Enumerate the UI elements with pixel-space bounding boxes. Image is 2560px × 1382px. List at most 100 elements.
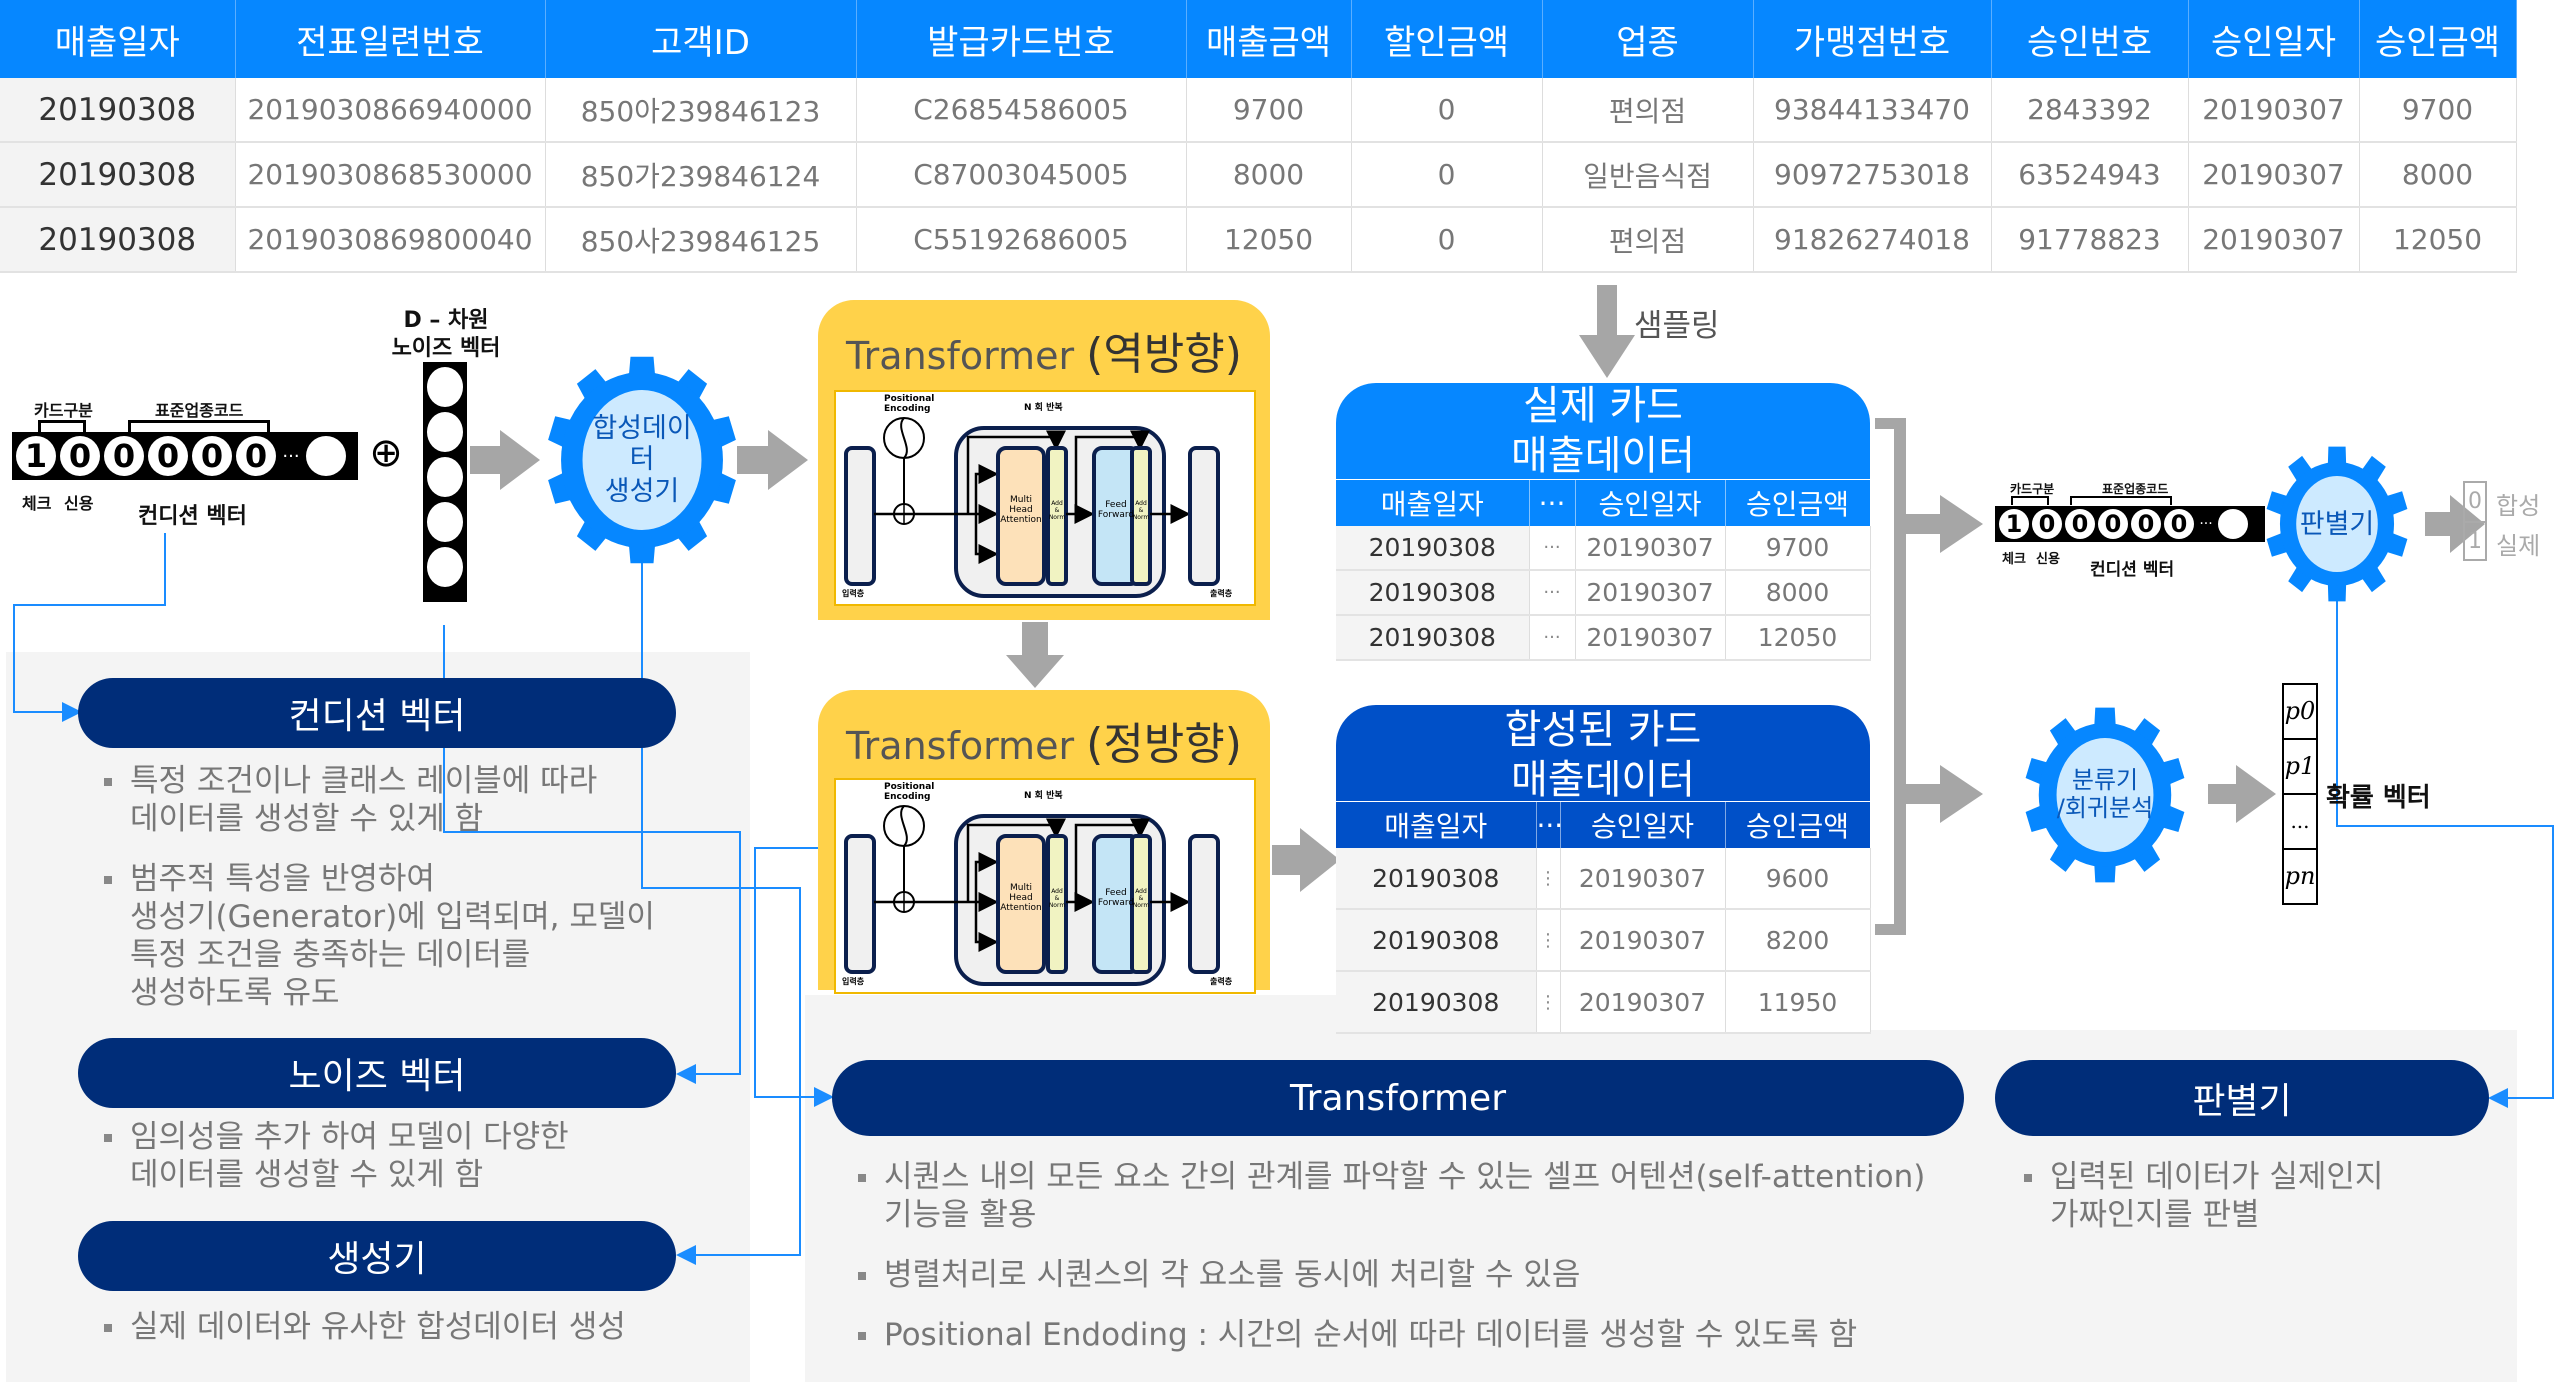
legend-discriminator: 판별기	[1995, 1060, 2489, 1136]
table-cell: 일반음식점	[1542, 142, 1754, 208]
add-norm-2	[1130, 834, 1152, 974]
probability-vector: p0 p1 ... pn	[2282, 683, 2318, 905]
column-header: ···	[1529, 480, 1576, 526]
table-cell: 0	[1351, 78, 1543, 143]
repeat-label: N 회 반복	[1024, 403, 1063, 413]
table-cell: 90972753018	[1753, 142, 1992, 208]
bullet: 특정 조건이나 클래스 레이블에 따라 데이터를 생성할 수 있게 함	[100, 762, 740, 838]
industry-code-label: 표준업종코드	[2102, 482, 2169, 496]
card-type-bracket	[38, 420, 86, 433]
multi-head-attention	[996, 834, 1046, 974]
prob-cell: p1	[2284, 740, 2316, 795]
check-label: 체크	[22, 494, 52, 513]
title-ko: (역방향)	[1086, 329, 1242, 380]
table-cell: 9700	[2359, 78, 2517, 143]
transformer-forward-diagram: Positional Encoding N 회 반복 Multi Head At…	[834, 778, 1256, 994]
noise-cell	[427, 502, 463, 542]
transformer-reverse-box: Transformer (역방향) Positional Encoding N …	[818, 300, 1270, 620]
classifier-gear-icon	[2025, 707, 2185, 883]
table-cell: ⋮	[1536, 971, 1561, 1034]
table-cell: 12050	[1725, 615, 1871, 661]
table-cell: 20190308	[0, 142, 236, 208]
transformer-forward-title: Transformer (정방향)	[818, 708, 1270, 772]
transformer-architecture	[844, 417, 1220, 598]
table-cell: 0	[1351, 207, 1543, 273]
table-cell: 2019030866940000	[235, 78, 546, 143]
title-ko: (정방향)	[1086, 719, 1242, 770]
vector-cell: 0	[236, 436, 276, 476]
arrow-to-classifier	[1906, 765, 1983, 823]
title-en: Transformer	[846, 724, 1087, 768]
table-cell: 편의점	[1542, 207, 1754, 273]
noise-dimension-label: D – 차원	[403, 308, 489, 333]
positional-encoding-label: Positional Encoding	[884, 782, 935, 802]
title-en: Transformer	[846, 334, 1087, 378]
arrow-classifier-output	[2208, 765, 2276, 823]
prob-cell: pn	[2284, 862, 2316, 890]
discriminator-label: 판별기	[2299, 509, 2375, 541]
column-header: 승인일자	[2188, 0, 2360, 78]
noise-cell	[427, 367, 463, 407]
synthetic-data-title-line2: 매출데이터	[1511, 757, 1695, 803]
card-type-label: 카드구분	[2010, 482, 2055, 496]
column-header: 업종	[1542, 0, 1754, 78]
vector-cell: 0	[2065, 509, 2095, 539]
industry-code-label: 표준업종코드	[155, 401, 244, 420]
column-header: 승인일자	[1575, 480, 1726, 526]
table-cell: 8000	[1725, 570, 1871, 616]
prob-cell: p0	[2284, 685, 2316, 740]
table-cell: 20190307	[1560, 971, 1726, 1034]
column-header: 발급카드번호	[856, 0, 1187, 78]
bullet: Positional Endoding : 시간의 순서에 따라 데이터를 생성…	[854, 1316, 1974, 1354]
column-header: 승인금액	[2359, 0, 2517, 78]
vector-ellipsis: ···	[2199, 516, 2213, 532]
table-cell: 91826274018	[1753, 207, 1992, 273]
table-cell: 8200	[1725, 909, 1871, 972]
check-label: 체크	[2002, 552, 2026, 567]
sampling-label: 샘플링	[1634, 308, 1720, 344]
legend-discriminator-bullets: 입력된 데이터가 실제인지 가짜인지를 판별	[2020, 1158, 2500, 1256]
credit-label: 신용	[2036, 552, 2060, 567]
real-data-title-line2: 매출데이터	[1511, 433, 1695, 479]
repeat-label: N 회 반복	[1024, 791, 1063, 801]
column-header: 매출일자	[0, 0, 236, 78]
add-norm-1	[1046, 834, 1068, 974]
column-header: 승인금액	[1725, 802, 1871, 848]
table-cell: 20190307	[1575, 526, 1726, 571]
ff-label: Feed Forward	[1097, 500, 1135, 520]
bullet: 범주적 특성을 반영하여 생성기(Generator)에 입력되며, 모델이 특…	[100, 860, 740, 1012]
arrow-forward-to-synthetic	[1272, 828, 1340, 892]
vector-cell-empty	[306, 436, 346, 476]
legend-transformer: Transformer	[832, 1060, 1964, 1136]
column-header: 가맹점번호	[1753, 0, 1992, 78]
bullet: 실제 데이터와 유사한 합성데이터 생성	[100, 1308, 740, 1346]
vector-cell: 0	[2164, 509, 2194, 539]
addnorm-label: Add & Norm	[1132, 888, 1150, 909]
addnorm-label: Add & Norm	[1048, 500, 1066, 521]
table-cell: 0	[1351, 142, 1543, 208]
vector-cell: 1	[1999, 509, 2029, 539]
vector-cell: 0	[2131, 509, 2161, 539]
table-cell: 20190308	[0, 207, 236, 273]
prob-cell: ...	[2284, 795, 2316, 850]
output-value-fake: 0	[2465, 483, 2485, 523]
column-header: 매출금액	[1186, 0, 1352, 78]
condition-vector-title: 컨디션 벡터	[138, 504, 247, 529]
table-cell: 12050	[1186, 207, 1352, 273]
table-cell: ···	[1529, 615, 1576, 661]
table-cell: ···	[1529, 570, 1576, 616]
table-cell: ⋮	[1536, 909, 1561, 972]
output-layer	[1188, 834, 1220, 974]
table-cell: 2019030868530000	[235, 142, 546, 208]
classifier-label: 분류기 /회귀분석	[2056, 766, 2154, 822]
arrow-noise-to-generator	[470, 430, 540, 490]
table-cell: 850아239846123	[545, 78, 857, 143]
